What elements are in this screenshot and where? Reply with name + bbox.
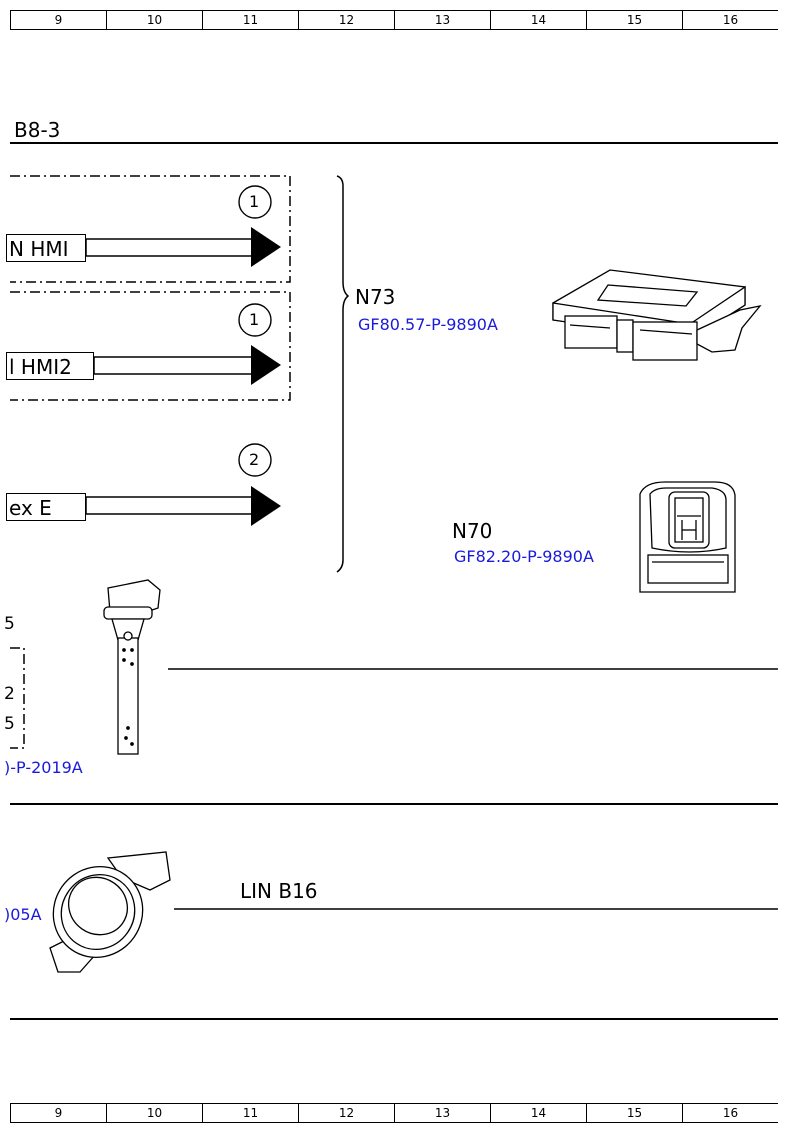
dashed-digit-3: 5 bbox=[4, 714, 15, 734]
sensor-probe-drawing bbox=[103, 579, 161, 755]
sensor-ref-link[interactable]: )-P-2019A bbox=[4, 758, 83, 777]
dashed-box-1 bbox=[10, 175, 291, 283]
dashed-digit-2: 2 bbox=[4, 684, 15, 704]
circle-marker-2 bbox=[238, 303, 272, 337]
n70-unit-drawing bbox=[639, 481, 736, 593]
ruler-cell: 12 bbox=[298, 1104, 394, 1122]
ruler-cell: 9 bbox=[10, 11, 106, 29]
grid-ruler-top: 9 10 11 12 13 14 15 16 bbox=[10, 10, 778, 30]
grid-ruler-bottom: 9 10 11 12 13 14 15 16 bbox=[10, 1103, 778, 1123]
arrow-1 bbox=[251, 227, 281, 267]
ruler-cell: 15 bbox=[586, 1104, 682, 1122]
ruler-cell: 10 bbox=[106, 11, 202, 29]
sensor-ring-drawing bbox=[49, 851, 171, 973]
n73-label: N73 bbox=[355, 285, 396, 309]
n73-module-drawing bbox=[552, 269, 762, 361]
signal-label-hmi: N HMI bbox=[6, 234, 86, 262]
dashed-digit-1: 5 bbox=[4, 614, 15, 634]
wire-1 bbox=[85, 238, 253, 257]
ruler-cell: 15 bbox=[586, 11, 682, 29]
ruler-cell: 13 bbox=[394, 1104, 490, 1122]
wire-2 bbox=[93, 356, 253, 375]
lin-label: LIN B16 bbox=[240, 879, 318, 903]
n73-ref-link[interactable]: GF80.57-P-9890A bbox=[358, 315, 498, 334]
circle-marker-1 bbox=[238, 185, 272, 219]
signal-label-hmi2: l HMI2 bbox=[6, 352, 94, 380]
signal-label-ex-e: ex E bbox=[6, 493, 86, 521]
ruler-cell: 14 bbox=[490, 1104, 586, 1122]
ruler-cell: 10 bbox=[106, 1104, 202, 1122]
circle-number-1: 1 bbox=[249, 192, 260, 211]
ruler-cell: 13 bbox=[394, 11, 490, 29]
n70-label: N70 bbox=[452, 519, 493, 543]
arrow-3 bbox=[251, 486, 281, 526]
ruler-cell: 16 bbox=[682, 11, 778, 29]
section-divider bbox=[10, 142, 778, 144]
bracket bbox=[336, 175, 350, 573]
ruler-cell: 14 bbox=[490, 11, 586, 29]
dashed-box-3 bbox=[10, 647, 25, 749]
wire-3 bbox=[85, 496, 253, 515]
arrow-2 bbox=[251, 345, 281, 385]
circle-marker-3 bbox=[238, 443, 272, 477]
ruler-cell: 11 bbox=[202, 1104, 298, 1122]
sensor2-ref-link[interactable]: )05A bbox=[4, 905, 42, 924]
ruler-cell: 12 bbox=[298, 11, 394, 29]
section-divider bbox=[10, 803, 778, 805]
dashed-box-2 bbox=[10, 291, 291, 401]
circle-number-3: 2 bbox=[249, 450, 260, 469]
ruler-cell: 16 bbox=[682, 1104, 778, 1122]
ruler-cell: 11 bbox=[202, 11, 298, 29]
section-title: B8-3 bbox=[14, 118, 61, 142]
section-divider bbox=[10, 1018, 778, 1020]
ruler-cell: 9 bbox=[10, 1104, 106, 1122]
circle-number-2: 1 bbox=[249, 310, 260, 329]
n70-ref-link[interactable]: GF82.20-P-9890A bbox=[454, 547, 594, 566]
